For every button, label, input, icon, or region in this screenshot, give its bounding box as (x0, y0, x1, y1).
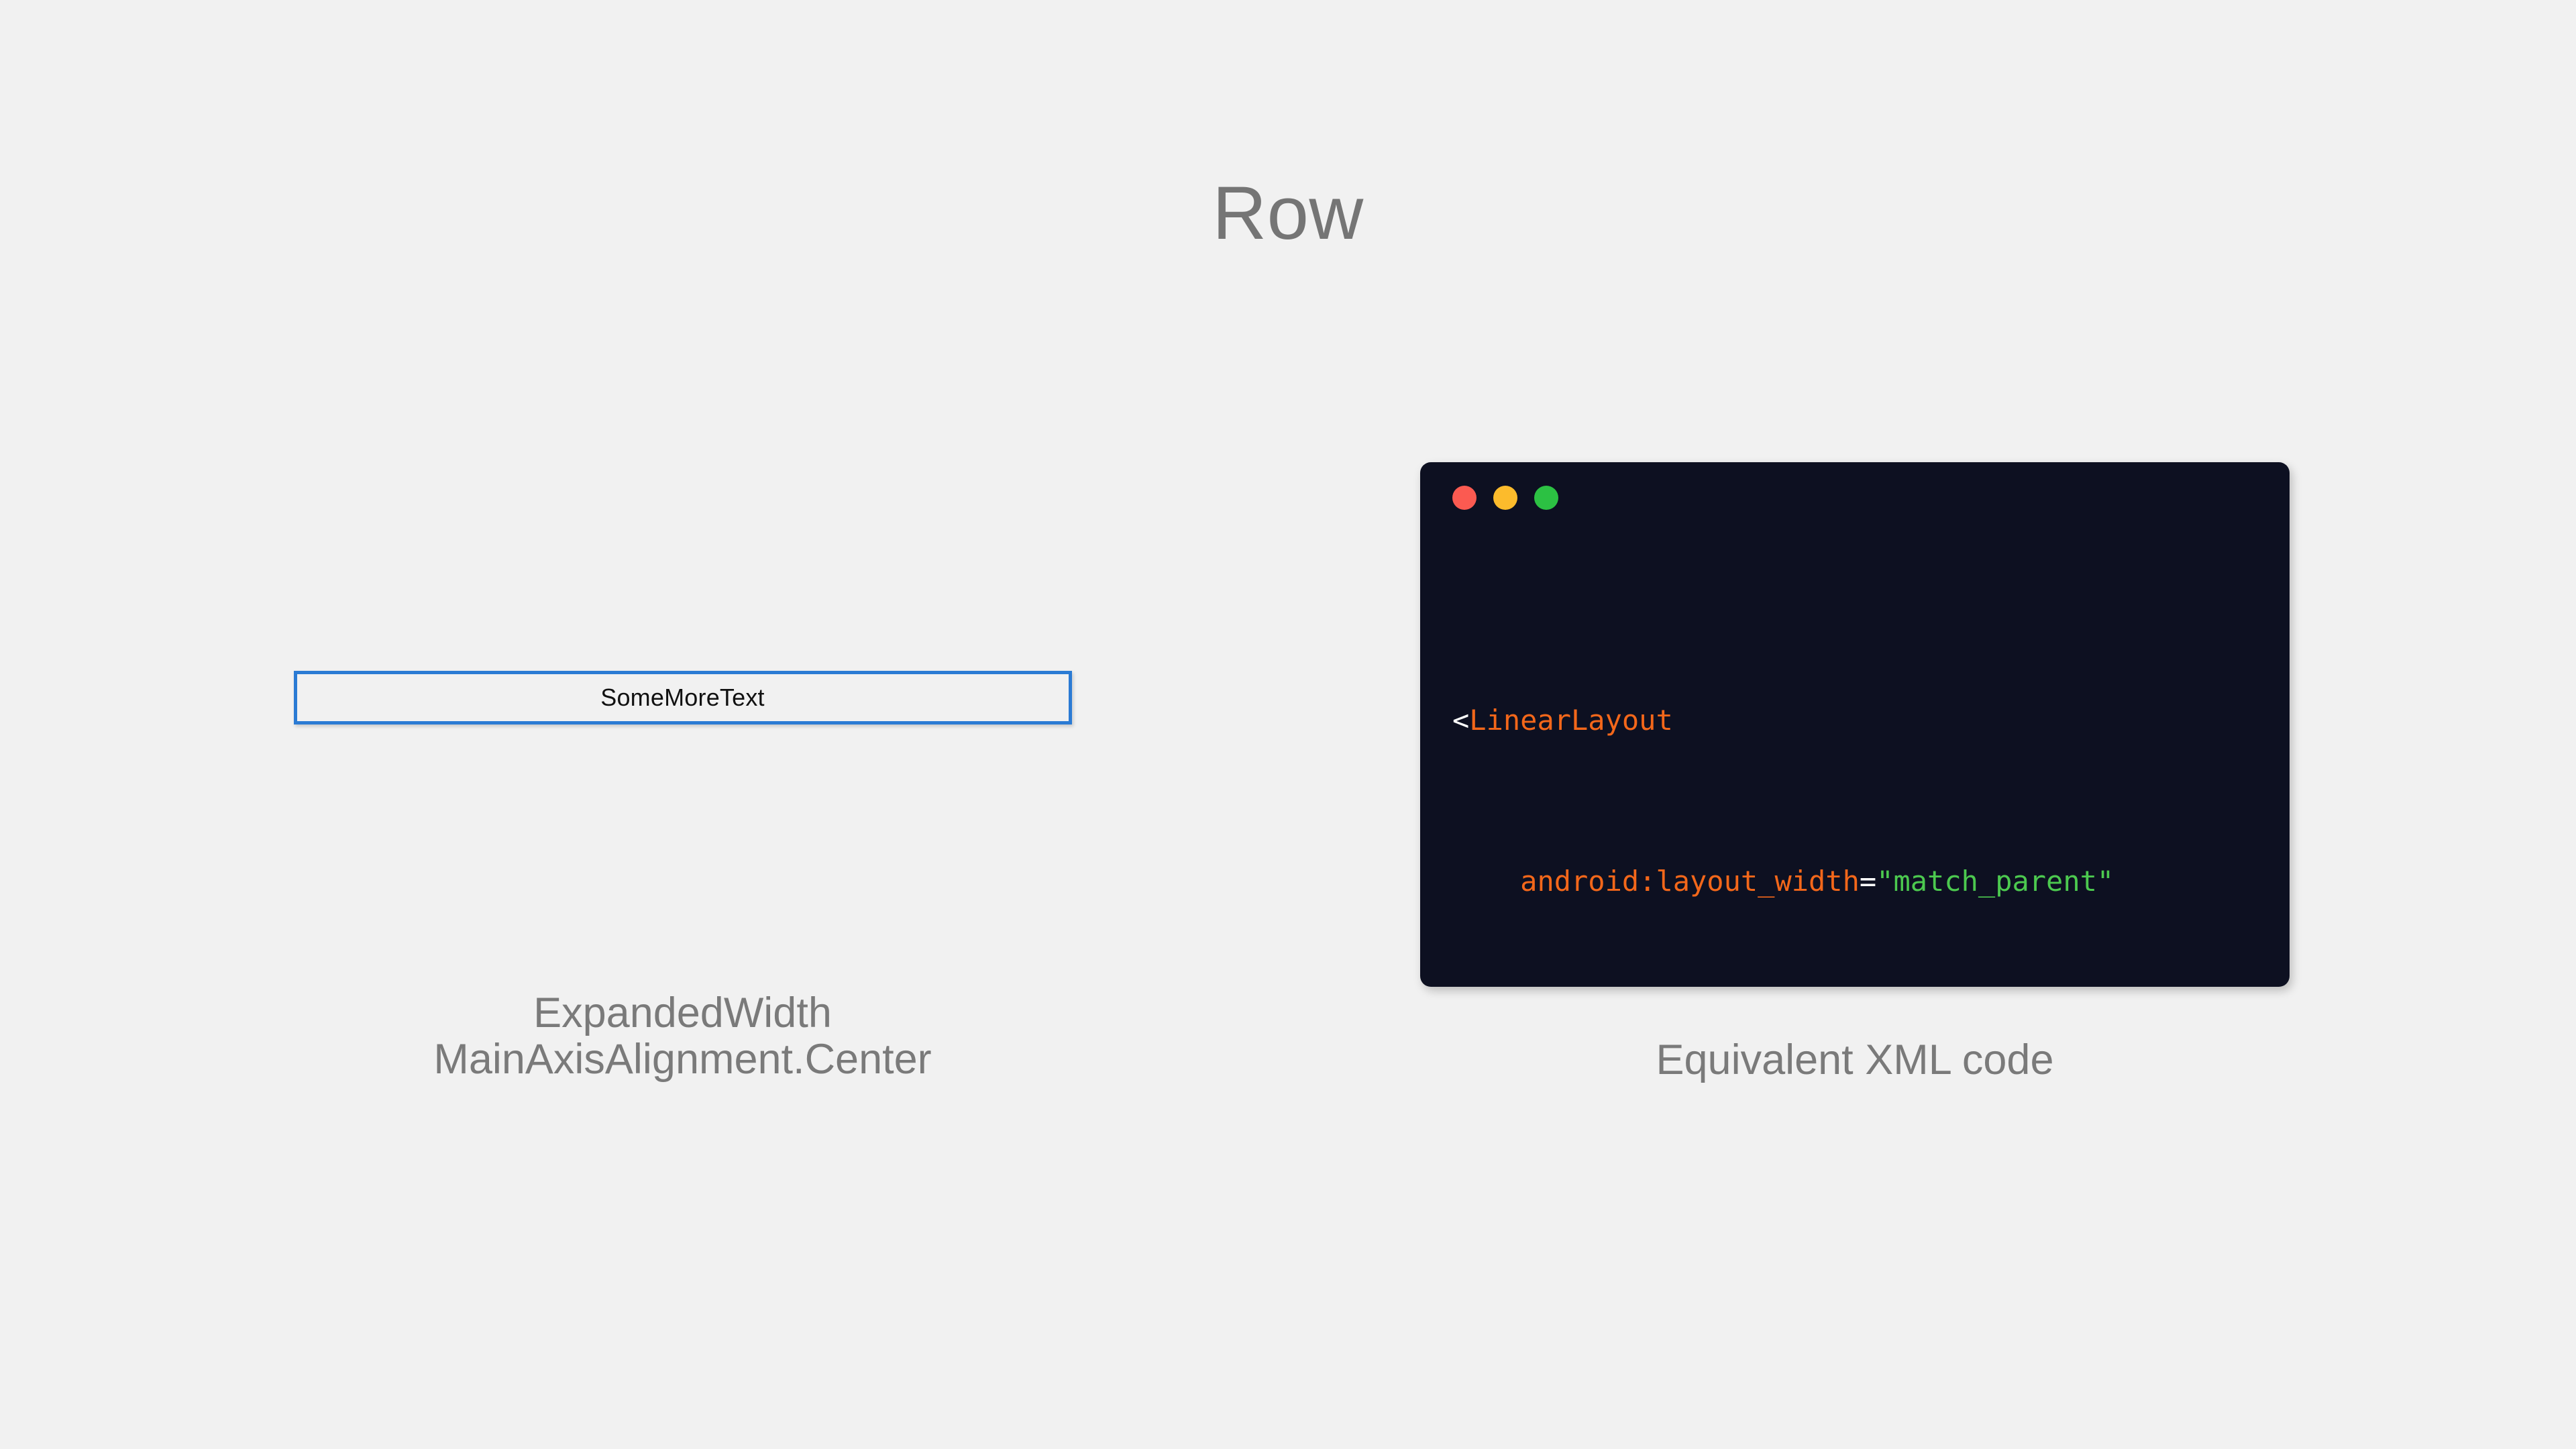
code-tag-open: LinearLayout (1469, 704, 1673, 737)
code-open-bracket: < (1452, 704, 1470, 737)
text-widget-label: SomeMoreText (600, 684, 765, 711)
minimize-window-icon[interactable] (1493, 486, 1517, 510)
close-window-icon[interactable] (1452, 486, 1477, 510)
code-line-1: <LinearLayout (1452, 700, 2276, 741)
code-column: <LinearLayout android:layout_width="matc… (1420, 462, 2290, 1083)
code-caption: Equivalent XML code (1656, 1036, 2054, 1083)
demo-caption-line-1: ExpandedWidth (533, 989, 832, 1036)
code-block: <LinearLayout android:layout_width="matc… (1452, 580, 2276, 987)
page-title: Row (1212, 171, 1364, 255)
code-attr-layout-width: android:layout_width (1520, 865, 1860, 898)
text-widget-box[interactable]: SomeMoreText (293, 671, 1072, 724)
code-line-2: android:layout_width="match_parent" (1452, 861, 2276, 902)
code-value-layout-width: "match_parent" (1876, 865, 2114, 898)
code-indent-2 (1452, 865, 1520, 898)
window-controls (1452, 486, 1558, 510)
demo-caption: ExpandedWidth MainAxisAlignment.Center (235, 989, 1130, 1083)
code-eq-2: = (1859, 865, 1877, 898)
demo-column: SomeMoreText ExpandedWidth MainAxisAlign… (235, 671, 1130, 1083)
demo-caption-line-2: MainAxisAlignment.Center (433, 1036, 932, 1083)
maximize-window-icon[interactable] (1534, 486, 1558, 510)
code-card: <LinearLayout android:layout_width="matc… (1420, 462, 2290, 987)
